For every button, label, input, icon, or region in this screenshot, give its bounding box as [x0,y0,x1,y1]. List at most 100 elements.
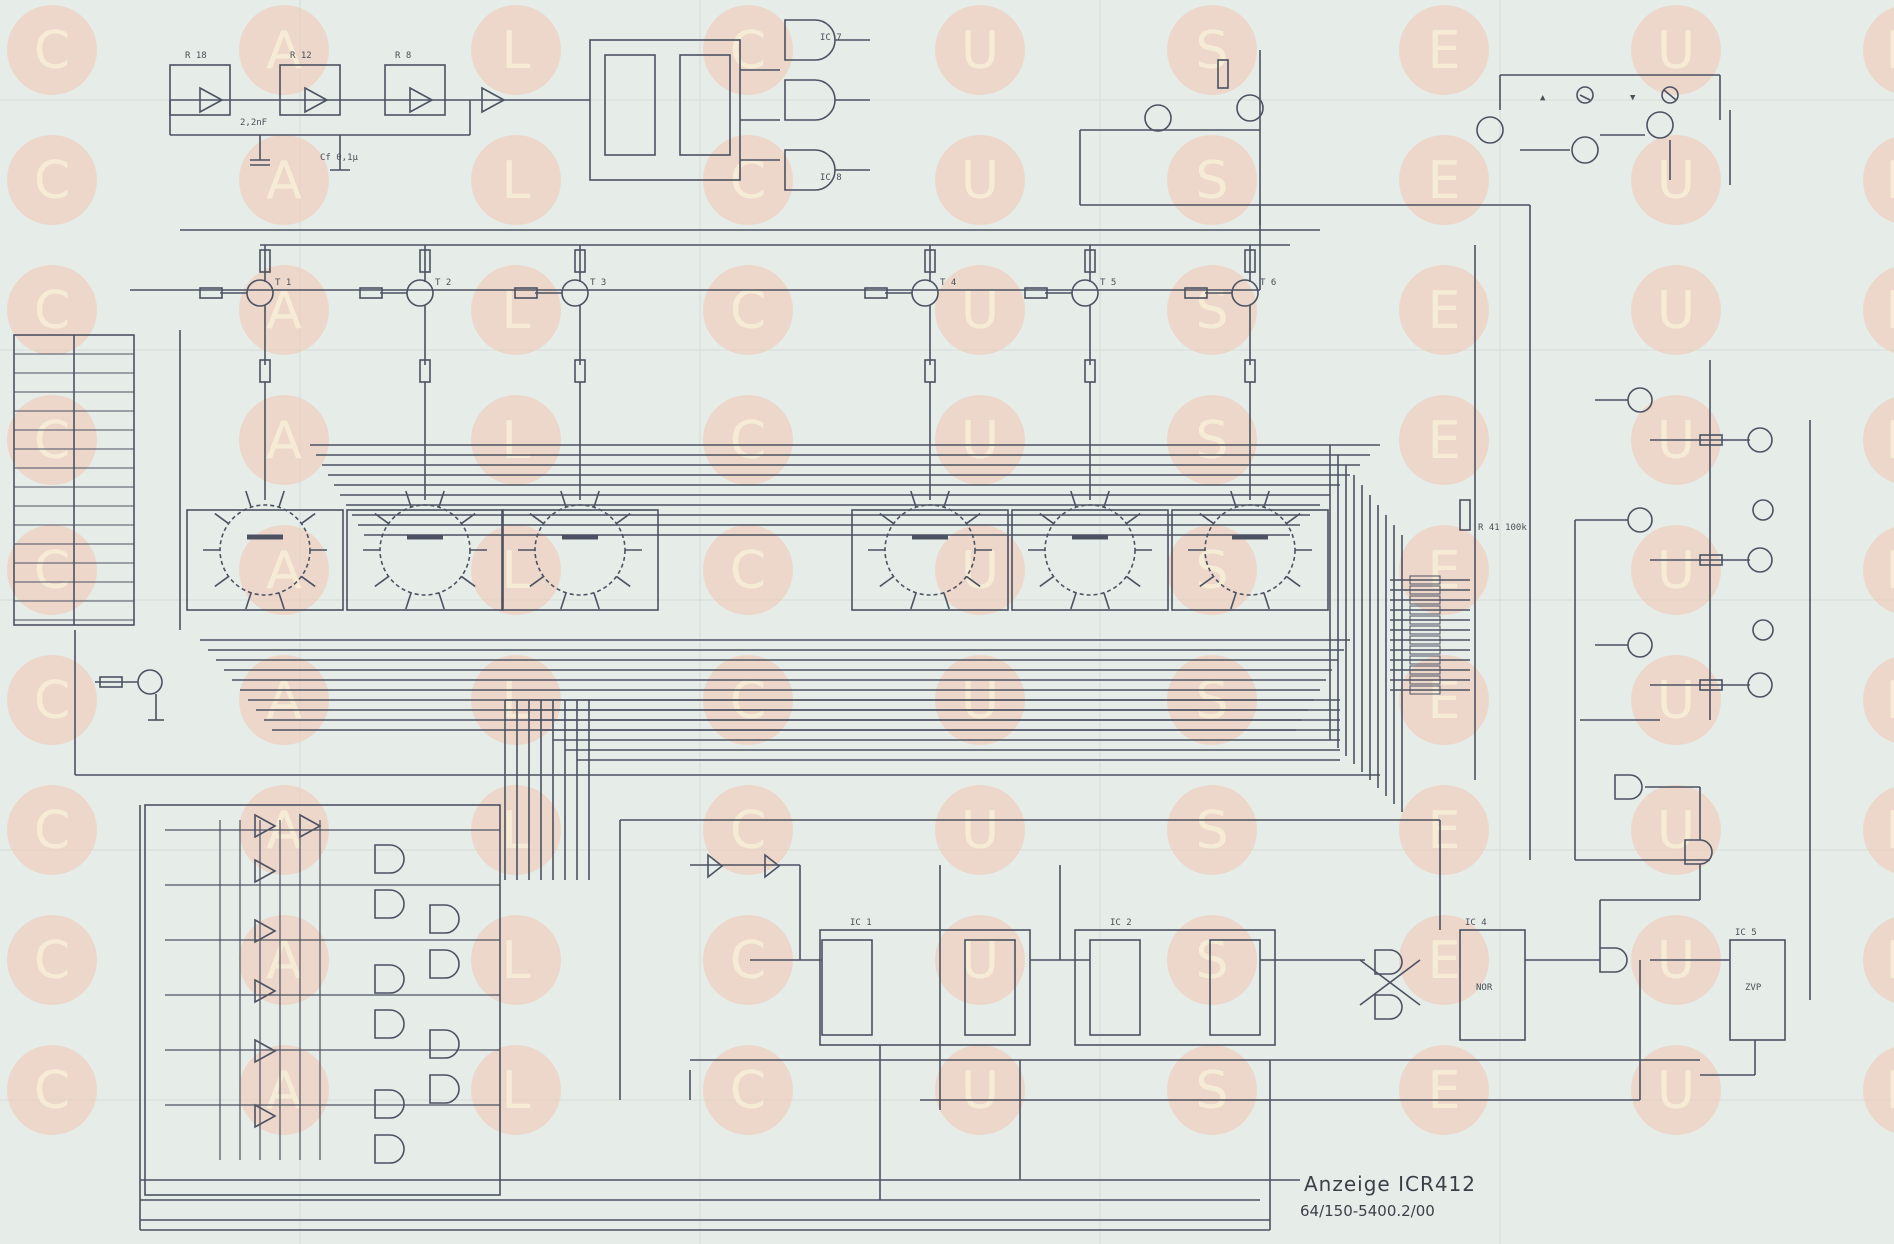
watermark-letter: C [730,931,766,991]
watermark-circle [1863,917,1894,1003]
nand-gate [374,1134,405,1164]
watermark-circle [703,395,793,485]
resistor [1244,249,1256,273]
watermark-circle [471,915,561,1005]
watermark-letter: U [961,541,999,601]
watermark-circle [239,5,329,95]
watermark-letter: L [502,931,531,991]
pin [879,575,895,588]
pin [374,575,390,588]
watermark-circle [239,525,329,615]
capacitor-label: Cf 0,1µ [320,153,359,163]
pin [245,490,252,508]
watermark-circle [1399,395,1489,485]
ic-label: IC 2 [1110,918,1132,928]
watermark-letter: L [502,21,531,81]
gate-frame [144,804,501,1196]
tube-frame [501,509,659,611]
watermark-letter: S [1195,931,1228,991]
watermark-circle [239,395,329,485]
pin [1125,575,1141,588]
watermark-circle [1167,785,1257,875]
watermark-letter: C [34,541,70,601]
watermark-letter: U [961,411,999,471]
watermark-letter: U [1657,411,1695,471]
watermark-letter: M [1886,931,1894,991]
bottom-buses [139,805,1300,1231]
watermark-letter: U [961,931,999,991]
watermark-circle [471,785,561,875]
ladder-resistor [1409,675,1441,685]
pin [593,592,600,610]
watermark-letter: U [1657,671,1695,731]
resistor [1084,249,1096,273]
watermark-letter: U [961,21,999,81]
nand-gate [429,949,460,979]
watermark-circle [471,1045,561,1135]
resistor-label: R 18 [185,51,207,61]
watermark-letter: M [1886,801,1894,861]
watermark-circle [1167,395,1257,485]
resistor [514,287,538,299]
watermark-letter: U [1657,151,1695,211]
pin [1199,575,1215,588]
watermark-letter: U [1657,281,1695,341]
resistor [419,249,431,273]
pin [560,592,567,610]
watermark-letter: U [1657,21,1695,81]
watermark-letter: L [502,281,531,341]
block-label: NOR [1476,983,1493,993]
pin [1230,592,1237,610]
watermark-circle [1863,267,1894,353]
watermark-circle [1863,137,1894,223]
watermark-circle [1863,657,1894,743]
watermark-letter: C [34,21,70,81]
resistor [924,249,936,273]
watermark-letter: C [34,411,70,471]
watermark-circle [7,135,97,225]
drawing-title: Anzeige ICR412 [1304,1172,1477,1196]
watermark-letter: L [502,801,531,861]
ladder-resistor [1409,645,1441,655]
oscillator-chain [169,64,590,171]
nand-gate [429,904,460,934]
watermark-letter: E [1428,541,1461,601]
watermark-letter: C [34,931,70,991]
pin [943,592,950,610]
watermark-letter: M [1886,21,1894,81]
capacitor-label: 2,2nF [240,118,267,128]
nand-gate [374,1089,405,1119]
pin [1039,575,1055,588]
ic-label: IC 7 [820,33,842,43]
watermark-letter: C [730,151,766,211]
watermark-letter: A [266,801,302,861]
left-driver [74,330,1380,776]
watermark-letter: U [1657,541,1695,601]
watermark-letter: E [1428,151,1461,211]
watermark-circle [1863,787,1894,873]
watermark-circle [1167,915,1257,1005]
watermark-letter: M [1886,411,1894,471]
lamp-driver [1079,50,1731,225]
title-block: Anzeige ICR412 64/150-5400.2/00 [1300,1172,1476,1220]
pin [245,592,252,610]
transistor-label: T 5 [1100,278,1116,288]
watermark-letter: E [1428,281,1461,341]
watermark-circle [703,5,793,95]
inverter-gate [254,858,277,884]
ic-label: IC 4 [1465,918,1487,928]
decoder-gates [144,804,501,1196]
watermark-letter: U [961,281,999,341]
watermark-letter: U [961,1061,999,1121]
watermark-circle [471,5,561,95]
resistor [259,249,271,273]
inverter-gate [254,978,277,1004]
watermark-circle [1399,915,1489,1005]
watermark-circle [1399,525,1489,615]
watermark-circle [471,265,561,355]
block-label: ZVP [1745,983,1762,993]
watermark-circle [1167,1045,1257,1135]
watermark-letter: S [1195,151,1228,211]
watermark-circle [1631,265,1721,355]
pin [1263,592,1270,610]
